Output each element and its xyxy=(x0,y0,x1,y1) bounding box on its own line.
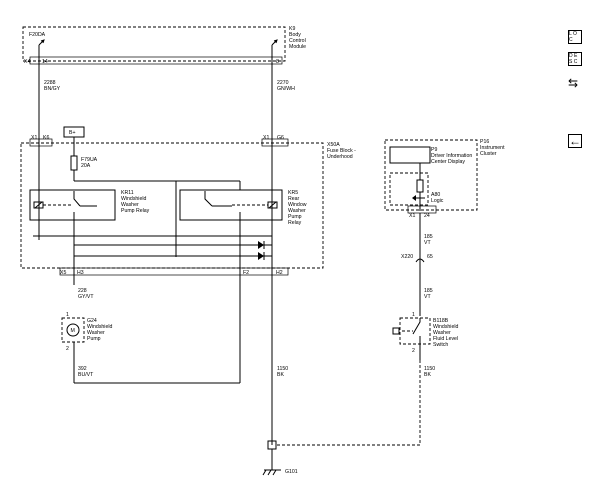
kr11-line-1: Windshield xyxy=(121,196,146,202)
p16-name-2: Cluster xyxy=(480,151,497,157)
pin-h3: H3 xyxy=(77,270,84,276)
k9-name-2: Control xyxy=(289,38,306,44)
wire-1150-left-color: BK xyxy=(277,372,284,378)
wire-392-color: BU/VT xyxy=(78,372,94,378)
g101-label: G101 xyxy=(285,469,298,475)
ground-g101: G101 xyxy=(262,440,298,476)
body-control-module: K9 Body Control Module F20DA X4 14 8 xyxy=(22,26,306,65)
relay-kr5 xyxy=(179,189,283,221)
k9-name-3: Module xyxy=(289,44,306,50)
a80-id: A80 xyxy=(431,192,440,198)
wire-2270-num: 2270 xyxy=(277,80,289,86)
kr11-line-2: Washer xyxy=(121,202,139,208)
connector-x220 xyxy=(415,258,425,263)
p16-name-1: Instrument xyxy=(480,145,505,151)
switch-id: B118B xyxy=(433,318,449,324)
wire-1150-left-num: 1150 xyxy=(277,366,288,372)
switch-line-4: Switch xyxy=(433,342,448,348)
pin-h2: H2 xyxy=(276,270,283,276)
wire-185-bottom-num: 185 xyxy=(424,288,433,294)
pin-x1-right: X1 xyxy=(263,135,269,141)
fuse-f79ua-id: F79UA xyxy=(81,157,98,163)
connector-view-icon[interactable]: ⇆ xyxy=(568,76,582,90)
pin-switch-2: 2 xyxy=(412,348,415,354)
p9-line-1: Driver Information xyxy=(431,153,472,159)
k9-id: K9 xyxy=(289,26,295,32)
wire-228-num: 228 xyxy=(78,288,87,294)
k9-name-1: Body xyxy=(289,32,301,38)
pin-pump-1: 1 xyxy=(66,312,69,318)
connector-view-glyph: ⇆ xyxy=(568,76,579,90)
kr5-id: KR5 xyxy=(288,190,298,196)
wire-185-bottom-color: VT xyxy=(424,294,431,300)
pin-pump-2: 2 xyxy=(66,346,69,352)
kr11-id: KR11 xyxy=(121,190,134,196)
instrument-cluster: P16 Instrument Cluster P9 Driver Informa… xyxy=(384,139,505,219)
desc-icon-text: D E S C xyxy=(569,53,578,65)
p9-id: P9 xyxy=(431,147,437,153)
pin-p16-24: 24 xyxy=(424,213,430,219)
fuse-block-underhood: X50A Fuse Block - Underhood X1 K6 X1 G6 … xyxy=(20,126,356,285)
loc-icon-text: L O C xyxy=(569,31,577,43)
bplus-label: B+ xyxy=(69,130,76,136)
back-arrow-icon[interactable]: ← xyxy=(568,134,582,148)
kr5-line-4: Pump xyxy=(288,214,302,220)
wire-392-num: 392 xyxy=(78,366,87,372)
p9-line-2: Center Display xyxy=(431,159,465,165)
wire-228-color: GY/VT xyxy=(78,294,94,300)
pin-x220-65: 65 xyxy=(427,254,433,260)
back-arrow-glyph: ← xyxy=(569,134,581,148)
relay-kr11 xyxy=(29,189,116,221)
kr11-line-3: Pump Relay xyxy=(121,208,150,214)
pin-p16-x1: X1 xyxy=(409,213,415,219)
kr5-line-1: Rear xyxy=(288,196,300,202)
wire-2288-color: BN/GY xyxy=(44,86,61,92)
pin-k6: K6 xyxy=(43,135,49,141)
washer-fluid-level-switch: 1 B118B Windshield Washer Fluid Level Sw… xyxy=(392,312,458,354)
f20da-label: F20DA xyxy=(29,32,46,38)
pump-motor-symbol: M xyxy=(71,328,75,334)
switch-line-3: Fluid Level xyxy=(433,336,458,342)
fuse-f79ua xyxy=(70,155,78,171)
pin-x1-left: X1 xyxy=(31,135,37,141)
p9-display xyxy=(389,146,431,164)
p16-id: P16 xyxy=(480,139,489,145)
pin-k9-x4: X4 xyxy=(24,59,30,65)
wire-185-top-color: VT xyxy=(424,240,431,246)
pump-line-1: Windshield xyxy=(87,324,112,330)
wire-185-top-num: 185 xyxy=(424,234,433,240)
loc-icon[interactable]: L O C xyxy=(568,30,582,44)
pump-line-2: Washer xyxy=(87,330,105,336)
desc-icon[interactable]: D E S C xyxy=(568,52,582,66)
pin-f2: F2 xyxy=(243,270,249,276)
kr5-line-2: Window xyxy=(288,202,307,208)
kr5-line-3: Washer xyxy=(288,208,306,214)
pump-line-3: Pump xyxy=(87,336,101,342)
pin-g6: G6 xyxy=(277,135,284,141)
pin-k9-14: 14 xyxy=(42,59,48,65)
pin-x220: X220 xyxy=(401,254,413,260)
pin-k9-8: 8 xyxy=(276,59,279,65)
a80-label: Logic xyxy=(431,198,444,204)
wire-2288-num: 2288 xyxy=(44,80,56,86)
windshield-washer-pump: 228 GY/VT 1 M G24 Windshield Washer Pump… xyxy=(61,257,241,384)
switch-line-1: Windshield xyxy=(433,324,458,330)
wire-1150-right-color: BK xyxy=(424,372,431,378)
pin-switch-1: 1 xyxy=(412,312,415,318)
x50a-id: X50A xyxy=(327,142,340,148)
pump-id: G24 xyxy=(87,318,97,324)
wire-2270-color: GN/WH xyxy=(277,86,295,92)
x50a-name-1: Fuse Block - xyxy=(327,148,356,154)
pin-x5: X5 xyxy=(60,270,66,276)
fuse-f79ua-rating: 20A xyxy=(81,163,91,169)
wire-1150-right-num: 1150 xyxy=(424,366,435,372)
kr5-line-5: Relay xyxy=(288,220,302,226)
x50a-name-2: Underhood xyxy=(327,154,353,160)
switch-line-2: Washer xyxy=(433,330,451,336)
